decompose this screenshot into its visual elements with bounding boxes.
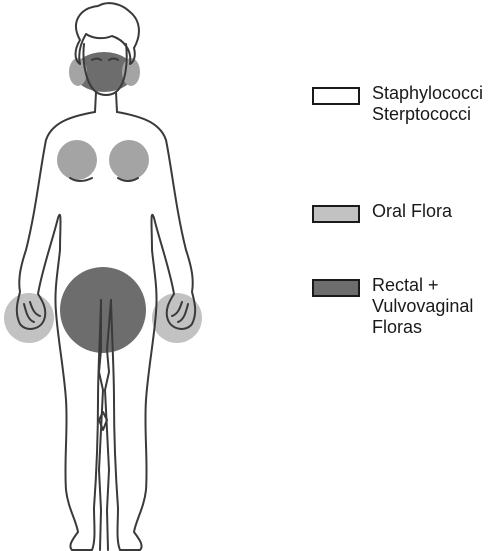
legend-item-rectal-vulvovaginal: Rectal + Vulvovaginal Floras bbox=[312, 275, 473, 338]
legend-swatch-light-gray bbox=[312, 205, 360, 223]
legend-swatch-white bbox=[312, 87, 360, 105]
legend-label-oral-flora: Oral Flora bbox=[372, 201, 452, 222]
female-body-figure bbox=[0, 0, 300, 551]
legend-label-rectal-vulvovaginal: Rectal + Vulvovaginal Floras bbox=[372, 275, 473, 338]
perineal-zone bbox=[60, 267, 146, 353]
left-breast-zone bbox=[57, 140, 97, 180]
legend-label-staphylococci: Staphylococci Sterptococci bbox=[372, 83, 483, 125]
legend-swatch-dark-gray bbox=[312, 279, 360, 297]
right-breast-zone bbox=[109, 140, 149, 180]
legend-item-staphylococci: Staphylococci Sterptococci bbox=[312, 83, 483, 125]
legend-item-oral-flora: Oral Flora bbox=[312, 201, 452, 223]
colonization-zones bbox=[4, 52, 202, 353]
